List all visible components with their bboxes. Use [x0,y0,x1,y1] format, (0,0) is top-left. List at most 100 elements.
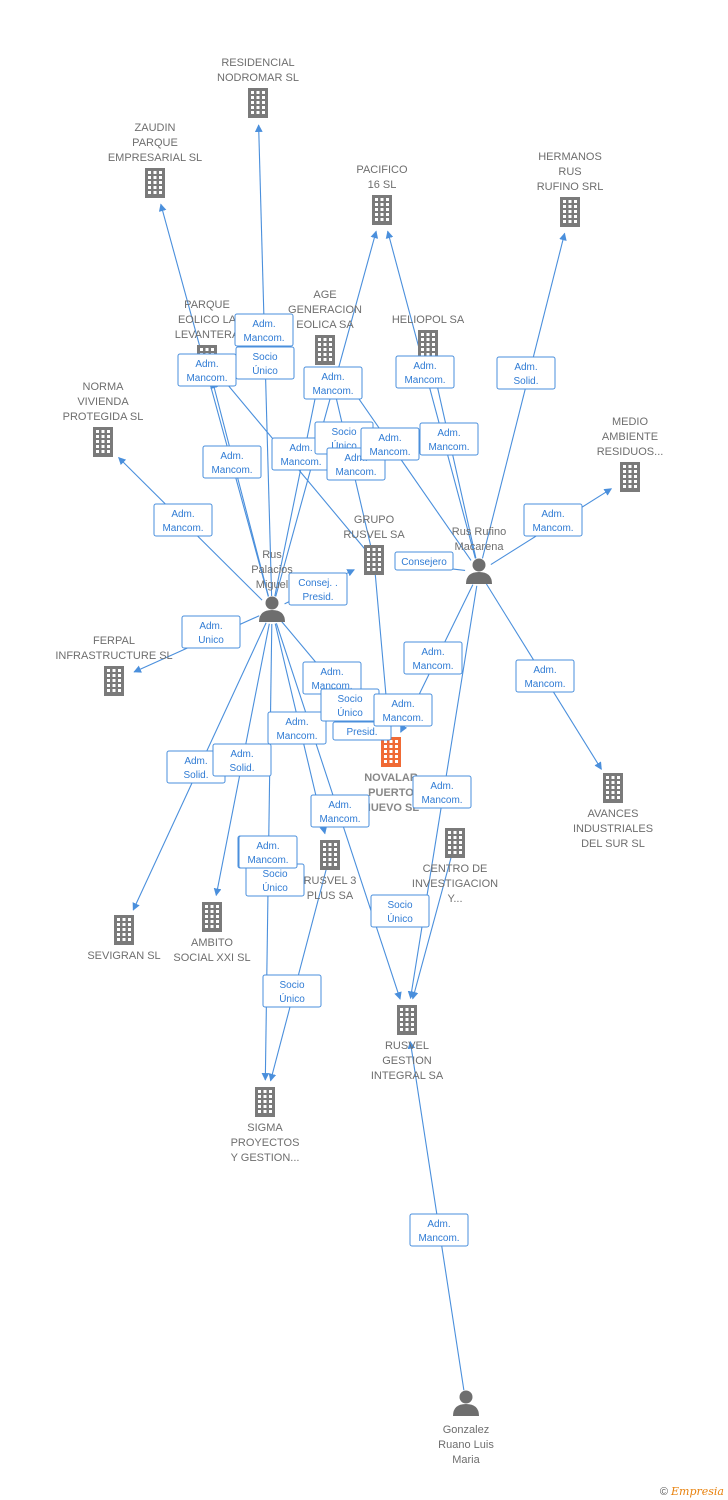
edge-label-4[interactable]: Adm.Mancom. [303,366,363,400]
building-window [395,745,398,748]
node-sevigran[interactable]: SEVIGRAN SL [87,915,161,962]
building-window [623,475,626,478]
building-window [117,923,120,926]
building-window [606,776,609,779]
edge-label-extra-4[interactable]: Adm.Mancom. [238,835,298,869]
edge-label-extra-3[interactable]: Adm.Mancom. [360,427,420,461]
building-window [323,843,326,846]
edge-label-10[interactable]: Adm.Mancom. [267,711,327,745]
building-window [380,213,384,216]
edge-label-text: Adm. [541,509,564,520]
building-window [634,475,637,478]
edge-label-23[interactable]: Consejero [394,551,454,571]
building-icon [381,737,401,767]
building-window [112,679,116,682]
building-window [205,348,209,351]
edge-label-25[interactable]: Consej. .Presid. [288,572,348,606]
edge-label-17[interactable]: Adm.Solid. [496,356,556,390]
building-window [159,176,162,179]
building-window [405,1028,409,1031]
edge-label-text: Presid. [302,592,333,603]
node-heliopol[interactable]: HELIOPOL SA [392,314,465,360]
edge-label-text: Consejero [401,557,447,568]
node-centro[interactable]: CENTRO DEINVESTIGACIONY... [412,828,498,905]
node-label: EOLICA SA [296,319,354,331]
building-window [611,776,615,779]
building-window [563,215,566,218]
footer-brand[interactable]: © Empresia [660,1485,724,1498]
edge-label-3[interactable]: Adm.Mancom. [153,503,213,537]
edge-label-19[interactable]: Adm.Mancom. [419,422,479,456]
building-window [251,106,254,109]
edge-label-0[interactable]: Adm.Mancom. [234,313,294,347]
building-window [372,568,376,571]
building-window [153,181,157,184]
edge-label-16[interactable]: Adm.Mancom. [395,355,455,389]
node-label: SOCIAL XXI SL [173,952,250,964]
building-icon [248,88,268,118]
edge-label-text: Adm. [533,665,556,676]
building-icon [620,462,640,492]
building-icon [255,1087,275,1117]
building-window [101,445,105,448]
edge-label-extra-2[interactable]: Adm.Mancom. [373,693,433,727]
node-medio[interactable]: MEDIOAMBIENTERESIDUOS... [597,416,664,492]
building-window [380,203,384,206]
building-window [634,470,637,473]
edge-label-8[interactable]: Adm.Solid. [212,743,272,777]
building-window [107,440,110,443]
building-window [448,831,451,834]
edge-label-11[interactable]: Adm.Mancom. [302,661,362,695]
building-window [210,910,214,913]
edge-label-12[interactable]: Adm.Mancom. [310,794,370,828]
building-window [118,679,121,682]
edge-label-text: Adm. [413,361,436,372]
building-window [400,1008,403,1011]
edge-label-text: Mancom. [276,731,317,742]
edge-label-21[interactable]: Adm.Mancom. [515,659,575,693]
building-window [117,933,120,936]
building-window [258,1100,261,1103]
edge-label-text: Mancom. [312,386,353,397]
edge-label-28[interactable]: Adm.Mancom. [409,1213,469,1247]
building-window [617,781,620,784]
edge-label-text: Mancom. [311,681,352,692]
edge-label-22[interactable]: Adm.Mancom. [403,641,463,675]
edge-label-1[interactable]: Adm.Mancom. [177,353,237,387]
building-window [459,831,462,834]
edge-label-24[interactable]: Adm.Mancom. [412,775,472,809]
node-label: RESIDUOS... [597,446,664,458]
node-label: INTEGRAL SA [371,1070,444,1082]
building-window [395,750,398,753]
edge-label-2[interactable]: Adm.Mancom. [202,445,262,479]
edge-label-text: Mancom. [335,467,376,478]
node-label: NORMA [83,381,125,393]
edge-label-20[interactable]: Adm.Mancom. [523,503,583,537]
building-window [421,348,424,351]
edge-label-6[interactable]: Adm.Unico [181,615,241,649]
node-label: GESTION [382,1055,432,1067]
edge-label-text: Adm. [344,453,367,464]
